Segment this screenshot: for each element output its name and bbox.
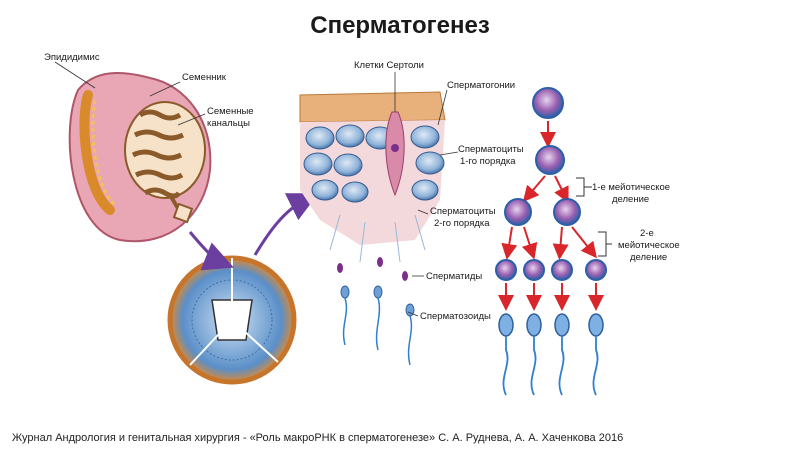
arrow-zoom-1 (188, 231, 234, 271)
cell-spermatid-4 (585, 259, 607, 281)
source-caption: Журнал Андрология и генитальная хирургия… (12, 432, 624, 444)
cell-primary-spermatocyte (535, 145, 565, 175)
cell-spermatid-3 (551, 259, 573, 281)
label-spermatids: Сперматиды (426, 271, 482, 282)
label-secondary-1: Сперматоциты (430, 206, 496, 217)
label-secondary-2: 2-го порядка (434, 218, 490, 229)
arrow-zoom-2 (253, 193, 319, 256)
label-sertoli: Клетки Сертоли (354, 60, 424, 71)
label-testis: Семенник (182, 72, 227, 83)
tubule-cross-section (167, 255, 297, 385)
label-meiosis2-1: 2-е (640, 228, 654, 239)
cell-spermatozoon-3 (554, 313, 570, 337)
label-tubules-1: Семенные (207, 106, 254, 117)
testis-illustration (68, 72, 212, 243)
label-meiosis2-3: деление (630, 252, 667, 263)
cell-lineage (495, 87, 607, 396)
cell-spermatozoon-1 (498, 313, 514, 337)
label-spermatogonia: Сперматогонии (447, 80, 515, 91)
label-meiosis2-2: мейотическое (618, 240, 680, 251)
cell-spermatozoon-4 (588, 313, 604, 337)
label-meiosis1-1: 1-е мейотическое (592, 182, 670, 193)
label-spermatozoa: Сперматозоиды (420, 311, 491, 322)
cell-spermatid-1 (495, 259, 517, 281)
seminiferous-epithelium (299, 91, 446, 366)
cell-spermatid-2 (523, 259, 545, 281)
cell-spermatozoon-2 (526, 313, 542, 337)
label-primary-1: Сперматоциты (458, 144, 524, 155)
cell-secondary-spermatocyte-1 (504, 198, 532, 226)
cell-spermatogonium (532, 87, 564, 119)
label-epididymis: Эпидидимис (44, 52, 100, 63)
label-meiosis1-2: деление (612, 194, 649, 205)
label-tubules-2: канальцы (207, 118, 250, 129)
cell-secondary-spermatocyte-2 (553, 198, 581, 226)
page-title: Сперматогенез (310, 12, 490, 39)
label-primary-2: 1-го порядка (460, 156, 516, 167)
